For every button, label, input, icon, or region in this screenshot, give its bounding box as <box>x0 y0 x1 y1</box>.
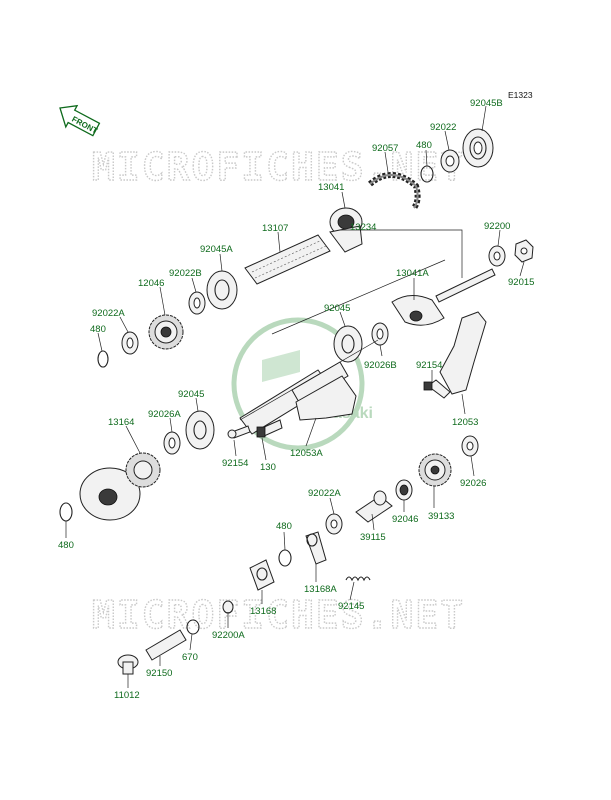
collar-92026 <box>461 435 479 457</box>
gear-13041 <box>329 207 363 253</box>
gear-13041a <box>391 295 445 326</box>
spring-92145 <box>345 576 371 582</box>
lever-13168a <box>305 531 327 565</box>
part-labels: 92045B 92022 92057 480 13041 13107 92045… <box>58 98 534 701</box>
label-92026a: 92026A <box>148 409 181 420</box>
leader-lines <box>65 105 525 688</box>
label-92045b: 92045B <box>470 98 503 109</box>
bearing-92045a <box>206 270 238 310</box>
label-92145: 92145 <box>338 601 364 612</box>
shaft-39115 <box>355 490 393 523</box>
bolt-92154-right <box>423 379 451 399</box>
oring-670 <box>186 619 200 635</box>
label-92154-right: 92154 <box>416 360 442 371</box>
bearing-92045b <box>462 128 494 168</box>
knob-11012 <box>117 654 139 675</box>
bearing-92045-left <box>185 410 215 450</box>
washer-92022b <box>188 291 206 315</box>
chain-92057 <box>368 172 421 210</box>
label-92022b: 92022B <box>169 268 202 279</box>
shaft-92150 <box>145 629 187 661</box>
label-92045-mid: 92045 <box>324 303 350 314</box>
watermark-top: MICROFICHES.NET <box>92 145 465 189</box>
circlip-480-bottom <box>278 549 292 567</box>
label-480-bottom: 480 <box>276 521 292 532</box>
label-130: 130 <box>260 462 276 473</box>
front-arrow-icon: FRONT <box>59 104 101 137</box>
circlip-480-bottom-left <box>59 502 73 522</box>
collar-92026a <box>163 431 181 455</box>
washer-92200 <box>488 245 506 267</box>
label-480-left: 480 <box>90 324 106 335</box>
label-11012: 11012 <box>114 690 140 701</box>
rod-13234-bolt <box>435 268 496 303</box>
sprocket-12046 <box>148 314 184 350</box>
label-13168: 13168 <box>250 606 276 617</box>
label-12053: 12053 <box>452 417 478 428</box>
label-92200a: 92200A <box>212 630 245 641</box>
label-92026: 92026 <box>460 478 486 489</box>
collar-92026b <box>371 322 389 346</box>
label-92057: 92057 <box>372 143 398 154</box>
label-13164: 13164 <box>108 417 134 428</box>
label-480-top: 480 <box>416 140 432 151</box>
label-480-bottom-left: 480 <box>58 540 74 551</box>
bearing-92046 <box>395 479 413 501</box>
label-12053a: 12053A <box>290 448 323 459</box>
washer-92022a-bottom <box>325 513 343 535</box>
guide-12053 <box>439 311 487 395</box>
nut-92015 <box>514 239 534 263</box>
gear-13164 <box>79 452 161 521</box>
label-92022a-bottom: 92022A <box>308 488 341 499</box>
label-92150: 92150 <box>146 668 172 679</box>
label-92200: 92200 <box>484 221 510 232</box>
label-92015: 92015 <box>508 277 534 288</box>
shaft-13107 <box>244 234 331 285</box>
label-39115: 39115 <box>360 532 386 543</box>
bearing-92045-mid <box>333 325 363 363</box>
washer-92022a-left <box>121 331 139 355</box>
label-39133: 39133 <box>428 511 454 522</box>
label-92045a: 92045A <box>200 244 233 255</box>
label-12046: 12046 <box>138 278 164 289</box>
label-13168a: 13168A <box>304 584 337 595</box>
label-92026b: 92026B <box>364 360 397 371</box>
bolt-92154-bottom <box>227 425 251 439</box>
circlip-480-left <box>97 350 109 368</box>
lever-13168 <box>249 559 275 591</box>
guide-12053a <box>295 375 357 421</box>
label-92045-left: 92045 <box>178 389 204 400</box>
label-13234: 13234 <box>350 222 376 233</box>
label-13107: 13107 <box>262 223 288 234</box>
washer-92022-top <box>440 149 460 173</box>
label-92154-bottom: 92154 <box>222 458 248 469</box>
label-13041a: 13041A <box>396 268 429 279</box>
washer-92200a <box>222 600 234 614</box>
label-13041: 13041 <box>318 182 344 193</box>
label-92046: 92046 <box>392 514 418 525</box>
label-92022-top: 92022 <box>430 122 456 133</box>
label-670: 670 <box>182 652 198 663</box>
label-92022a-left: 92022A <box>92 308 125 319</box>
gear-39133 <box>418 453 452 487</box>
diagram-code: E1323 <box>508 90 533 100</box>
watermark-bottom: MICROFICHES.NET <box>92 593 465 637</box>
bolt-130 <box>256 419 283 438</box>
